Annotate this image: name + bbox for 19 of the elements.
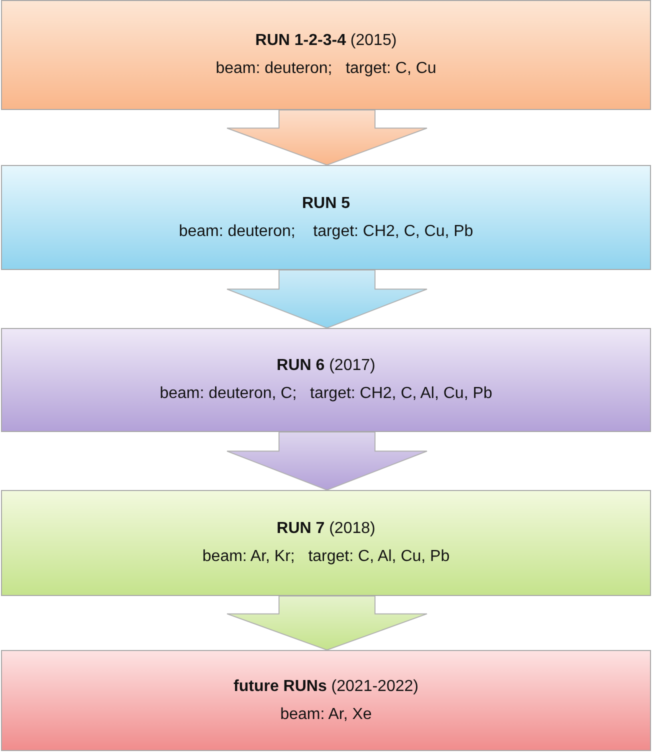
box-text: beam: deuteron, C; target: CH2, C, Al, Cu, Pb: [160, 385, 492, 403]
box-text: beam: Ar, Kr; target: C, Al, Cu, Pb: [202, 548, 450, 566]
process-box: [1, 490, 651, 596]
box-heading: RUN 5: [302, 194, 350, 212]
block-arrow: [226, 270, 428, 329]
box-heading: RUN 6 (2017): [276, 357, 376, 375]
process-box: [1, 328, 651, 432]
box-heading: future RUNs (2021-2022): [234, 678, 418, 696]
process-box: [1, 165, 651, 270]
block-arrow: [226, 110, 428, 166]
box-heading: RUN 1-2-3-4 (2015): [255, 32, 397, 50]
block-arrow: [226, 596, 428, 651]
box-heading: RUN 7 (2018): [276, 520, 376, 538]
box-text: beam: deuteron; target: CH2, C, Cu, Pb: [178, 222, 474, 240]
box-text: beam: deuteron; target: C, Cu: [216, 60, 436, 78]
process-box: [1, 0, 651, 110]
process-box: [1, 650, 651, 751]
box-text: beam: Ar, Xe: [280, 706, 372, 724]
block-arrow: [226, 432, 428, 491]
